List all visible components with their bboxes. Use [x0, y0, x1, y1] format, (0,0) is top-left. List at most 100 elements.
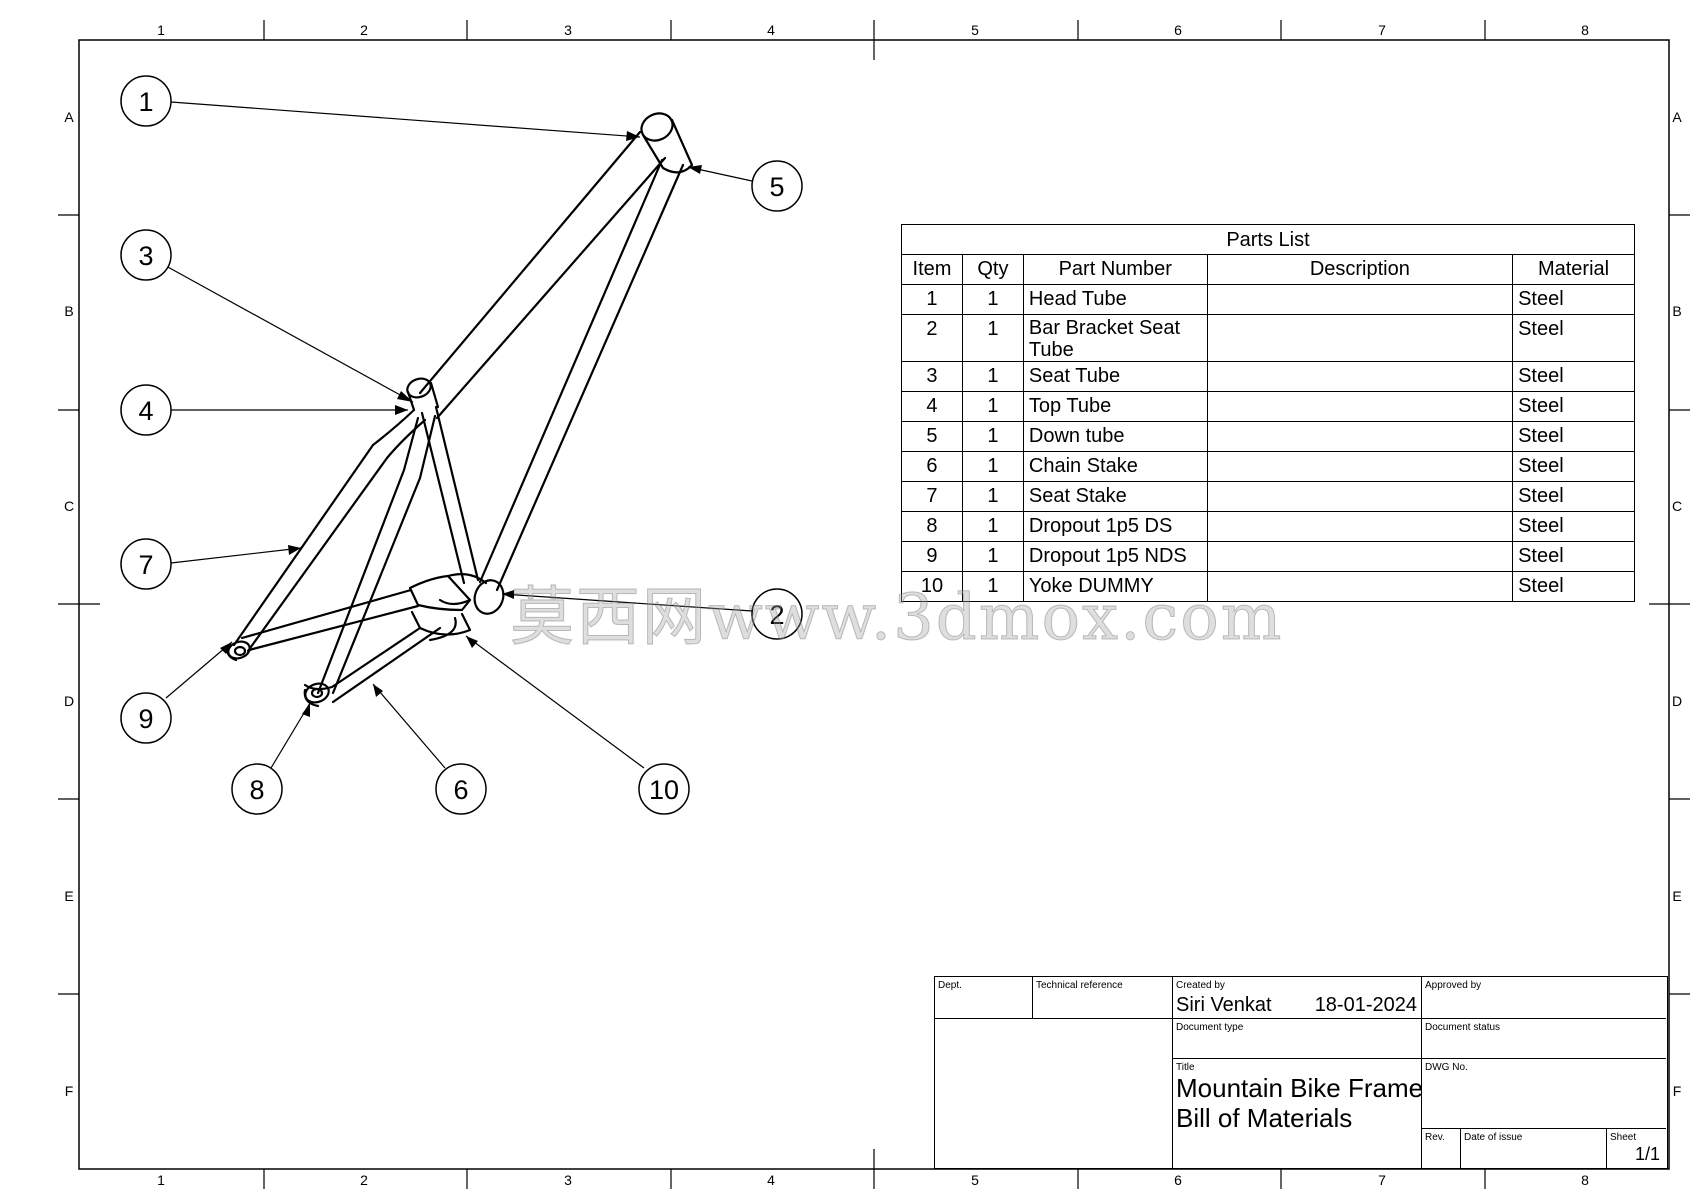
- header-qty: Qty: [961, 254, 1024, 285]
- zone-row-e-left: E: [64, 888, 74, 904]
- description-cell: [1206, 451, 1514, 482]
- balloon-4: 4: [138, 396, 153, 426]
- header-item: Item: [901, 254, 963, 285]
- material-cell: Steel: [1512, 481, 1635, 512]
- item-cell: 8: [901, 511, 963, 542]
- item-cell: 1: [901, 284, 963, 315]
- item-cell: 2: [901, 314, 963, 362]
- description-cell: [1206, 571, 1514, 602]
- created-by-value: Siri Venkat: [1176, 994, 1272, 1016]
- material-cell: Steel: [1512, 541, 1635, 572]
- zone-col-4-bottom: 4: [767, 1172, 775, 1188]
- material-cell: Steel: [1512, 284, 1635, 315]
- description-cell: [1206, 481, 1514, 512]
- tech-ref-cell: Technical reference: [1033, 977, 1172, 1019]
- qty-cell: 1: [961, 284, 1024, 315]
- description-cell: [1206, 541, 1514, 572]
- zone-col-8-top: 8: [1581, 22, 1589, 38]
- item-cell: 9: [901, 541, 963, 572]
- leader-lines: [165, 101, 753, 769]
- material-cell: Steel: [1512, 361, 1635, 392]
- zone-row-a-left: A: [64, 109, 74, 125]
- created-date-value: 18-01-2024: [1314, 994, 1417, 1016]
- description-cell: [1206, 361, 1514, 392]
- zone-row-e-right: E: [1672, 888, 1682, 904]
- zone-col-3-top: 3: [564, 22, 572, 38]
- balloon-1: 1: [138, 87, 153, 117]
- sheet-label: Sheet: [1610, 1132, 1637, 1143]
- qty-cell: 1: [961, 361, 1024, 392]
- zone-col-8-bottom: 8: [1581, 1172, 1589, 1188]
- material-cell: Steel: [1512, 571, 1635, 602]
- description-cell: [1206, 391, 1514, 422]
- qty-cell: 1: [961, 481, 1024, 512]
- dwg-no-cell: DWG No.: [1421, 1059, 1666, 1129]
- zone-row-b-right: B: [1672, 303, 1682, 319]
- zone-row-f-left: F: [64, 1083, 74, 1099]
- doc-type-cell: Document type: [1172, 1019, 1421, 1059]
- bike-frame-drawing: [226, 112, 694, 708]
- balloon-5: 5: [769, 172, 784, 202]
- item-cell: 4: [901, 391, 963, 422]
- zone-ticks: [58, 20, 1690, 1189]
- zone-row-d-right: D: [1671, 693, 1683, 709]
- zone-row-a-right: A: [1672, 109, 1682, 125]
- created-by-cell: Created by Siri Venkat 18-01-2024: [1172, 977, 1421, 1019]
- zone-row-c-left: C: [63, 498, 75, 514]
- zone-col-6-bottom: 6: [1174, 1172, 1182, 1188]
- sheet-cell: Sheet 1/1: [1607, 1129, 1666, 1168]
- parts-list-table: Parts List Item Qty Part Number Descript…: [901, 224, 1635, 602]
- qty-cell: 1: [961, 451, 1024, 482]
- balloon-8: 8: [249, 775, 264, 805]
- item-cell: 5: [901, 421, 963, 452]
- rev-label: Rev.: [1425, 1132, 1445, 1143]
- qty-cell: 1: [961, 571, 1024, 602]
- description-cell: [1206, 284, 1514, 315]
- material-cell: Steel: [1512, 314, 1635, 362]
- zone-col-7-top: 7: [1378, 22, 1386, 38]
- description-cell: [1206, 314, 1514, 362]
- qty-cell: 1: [961, 421, 1024, 452]
- material-cell: Steel: [1512, 391, 1635, 422]
- approved-by-cell: Approved by: [1421, 977, 1666, 1019]
- approved-by-label: Approved by: [1425, 980, 1482, 991]
- material-cell: Steel: [1512, 451, 1635, 482]
- doc-status-label: Document status: [1425, 1022, 1501, 1033]
- part-number-cell: Seat Stake: [1022, 481, 1208, 512]
- item-cell: 6: [901, 451, 963, 482]
- zone-col-5-top: 5: [971, 22, 979, 38]
- doc-status-cell: Document status: [1421, 1019, 1666, 1059]
- zone-col-6-top: 6: [1174, 22, 1182, 38]
- header-description: Description: [1206, 254, 1514, 285]
- tech-ref-label: Technical reference: [1036, 980, 1123, 991]
- zone-col-7-bottom: 7: [1378, 1172, 1386, 1188]
- part-number-cell: Yoke DUMMY: [1022, 571, 1208, 602]
- balloons: [120, 75, 803, 815]
- zone-col-1-top: 1: [157, 22, 165, 38]
- date-issue-label: Date of issue: [1464, 1132, 1523, 1143]
- part-number-cell: Top Tube: [1022, 391, 1208, 422]
- date-issue-cell: Date of issue: [1461, 1129, 1607, 1168]
- doc-type-label: Document type: [1176, 1022, 1244, 1033]
- created-by-label: Created by: [1176, 980, 1225, 991]
- title-line-1: Mountain Bike Frame: [1176, 1073, 1424, 1103]
- title-line-2: Bill of Materials: [1176, 1103, 1353, 1133]
- title-label: Title: [1176, 1062, 1195, 1073]
- parts-list-header-row: Item Qty Part Number Description Materia…: [901, 254, 1635, 285]
- description-cell: [1206, 421, 1514, 452]
- material-cell: Steel: [1512, 511, 1635, 542]
- dwg-no-label: DWG No.: [1425, 1062, 1468, 1073]
- description-cell: [1206, 511, 1514, 542]
- rev-cell: Rev.: [1421, 1129, 1461, 1168]
- zone-row-c-right: C: [1671, 498, 1683, 514]
- qty-cell: 1: [961, 314, 1024, 362]
- material-cell: Steel: [1512, 421, 1635, 452]
